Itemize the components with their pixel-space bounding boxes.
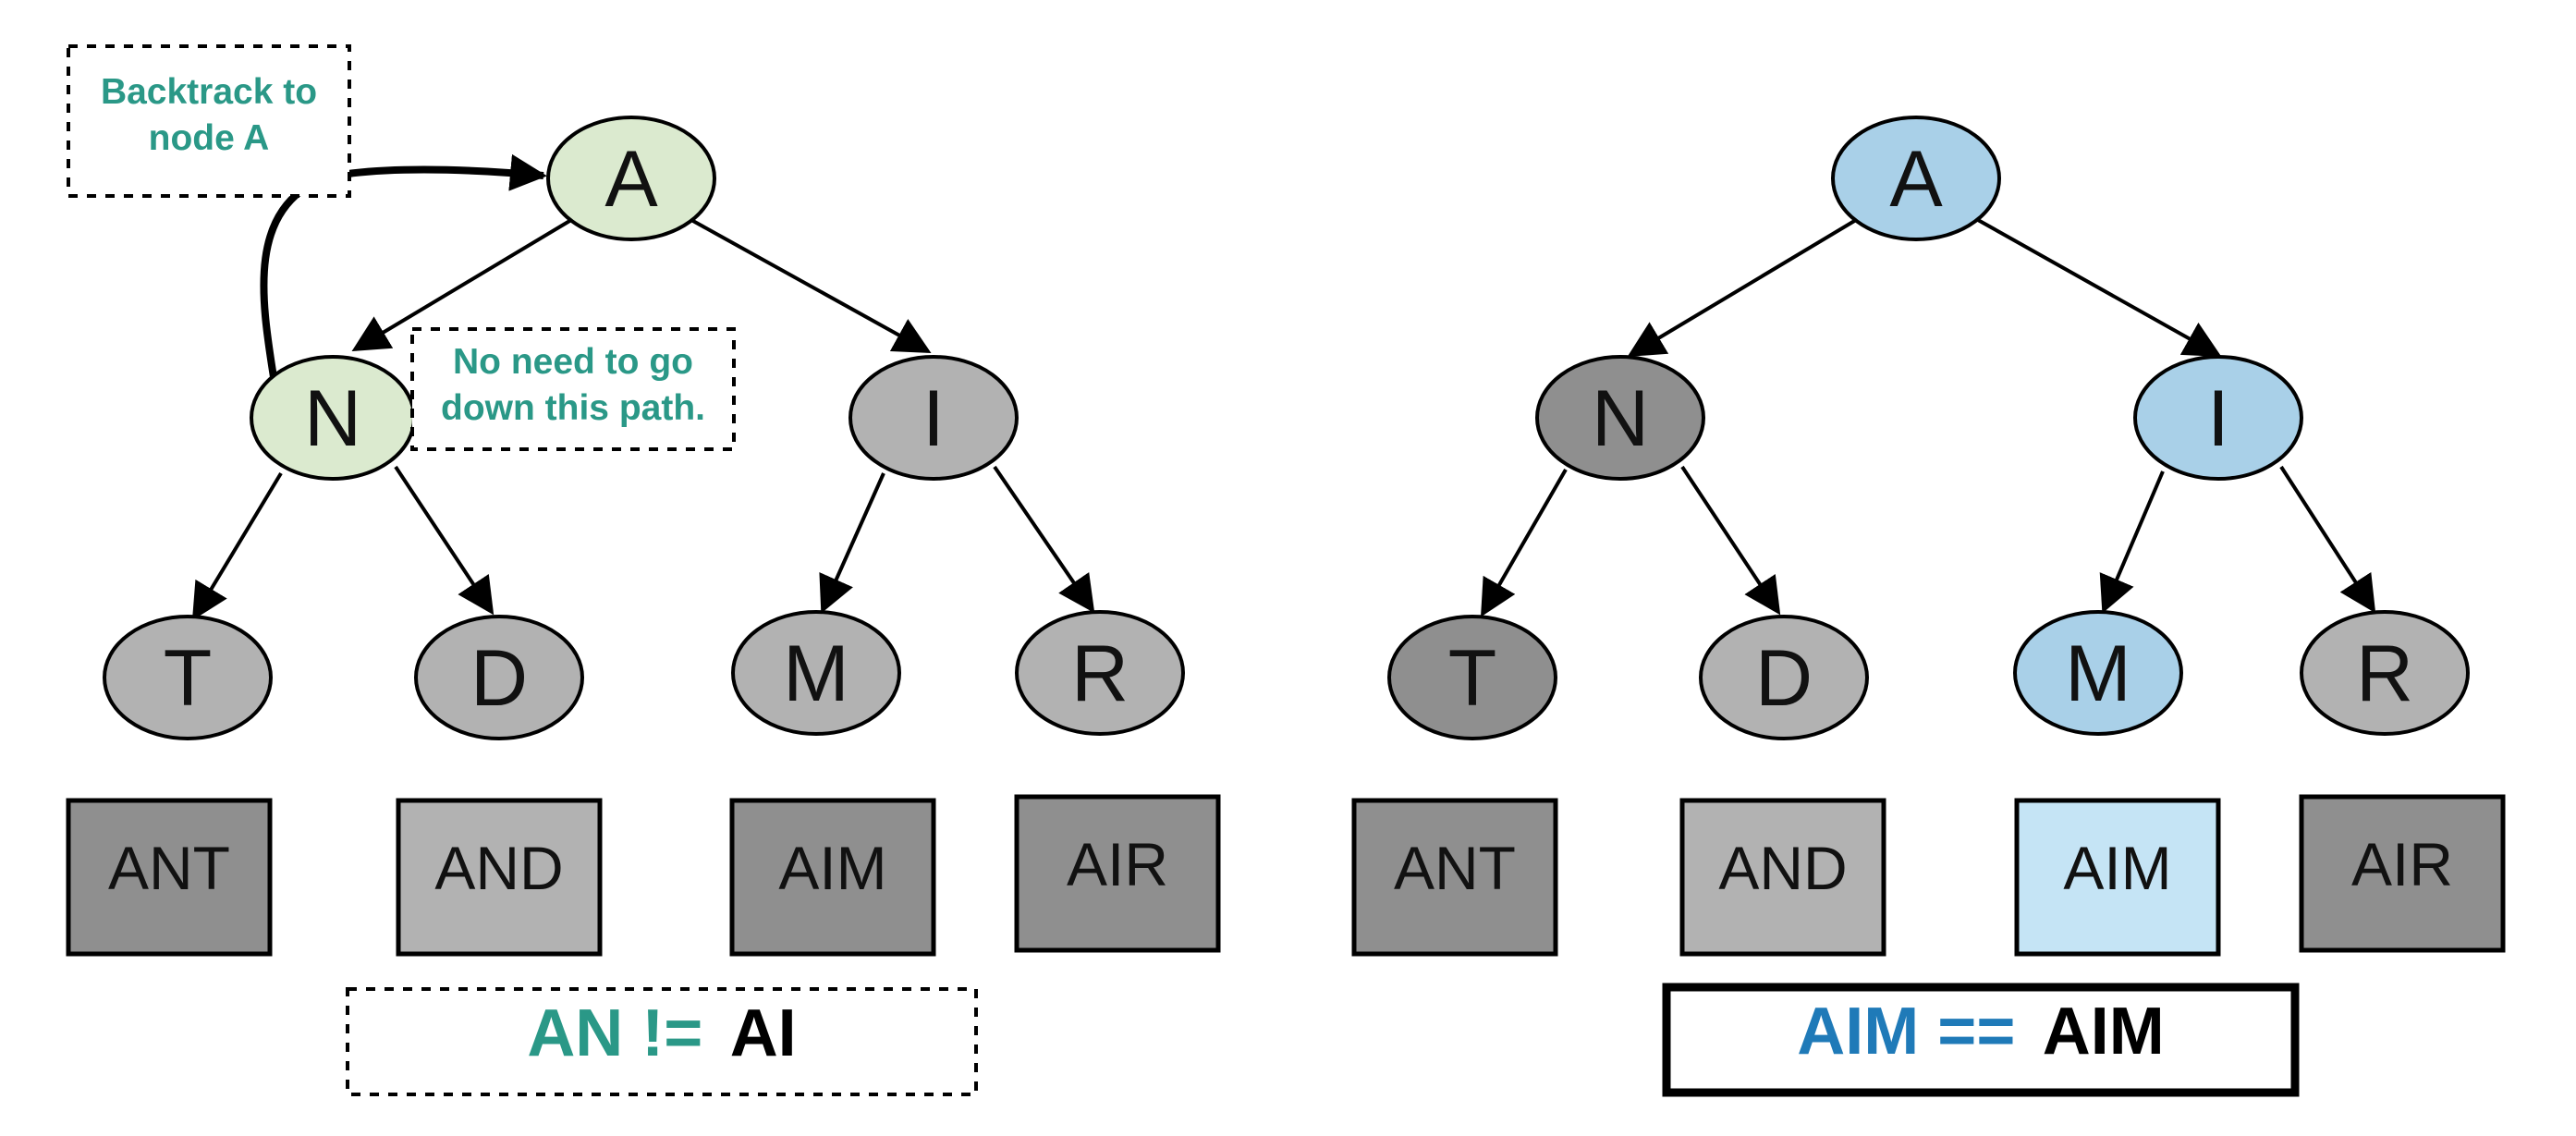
left-leaf-air: AIR	[1014, 794, 1221, 953]
edge-a-i	[690, 218, 932, 353]
svg-text:D: D	[1755, 634, 1813, 723]
comparison-operator: AN !=	[527, 996, 702, 1070]
edge-n-d	[394, 465, 494, 616]
svg-text:N: N	[304, 374, 361, 463]
edge-i-m	[2099, 470, 2165, 614]
left-node-m: M	[731, 610, 901, 736]
edge-n-t	[191, 471, 283, 621]
edge-a-n	[351, 218, 573, 352]
edge-n-d	[1680, 465, 1781, 616]
svg-text:R: R	[1071, 629, 1129, 718]
svg-text:M: M	[783, 629, 849, 718]
left-leaf-ant: ANT	[66, 798, 273, 957]
right-node-n: N	[1535, 355, 1705, 481]
svg-text:D: D	[470, 634, 528, 723]
svg-text:AND: AND	[1718, 834, 1847, 902]
left-node-i: I	[848, 355, 1019, 481]
svg-text:M: M	[2065, 629, 2131, 718]
left-node-a: A	[546, 116, 716, 241]
right-tree-edges	[1481, 218, 2376, 617]
backtrack-note: Backtrack to node A	[67, 44, 351, 198]
right-leaf-and: AND	[1679, 798, 1886, 957]
svg-text:AIM: AIM	[778, 834, 886, 902]
right-node-r: R	[2300, 610, 2470, 736]
svg-text:AND: AND	[434, 834, 563, 902]
edge-a-n	[1627, 218, 1858, 358]
right-leaf-air: AIR	[2299, 794, 2506, 953]
svg-text:T: T	[1448, 634, 1497, 723]
svg-text:Backtrack to: Backtrack to	[101, 72, 317, 112]
right-comparison-box: AIM == AIM	[1662, 983, 2300, 1097]
right-node-m: M	[2013, 610, 2183, 736]
svg-text:down this path.: down this path.	[441, 388, 705, 428]
svg-text:I: I	[2207, 374, 2229, 463]
comparison-operator: AIM ==	[1797, 995, 2015, 1069]
svg-text:AIM == AIM: AIM == AIM	[1797, 995, 2164, 1069]
svg-text:AIR: AIR	[2351, 830, 2453, 898]
svg-text:ANT: ANT	[1394, 834, 1516, 902]
no-need-note: No need to go down this path.	[410, 327, 736, 451]
svg-text:node A: node A	[149, 118, 270, 158]
edge-a-i	[1977, 218, 2222, 357]
svg-text:T: T	[164, 634, 213, 723]
comparison-operand: AI	[730, 996, 797, 1070]
svg-text:No need to go: No need to go	[453, 342, 693, 382]
comparison-operand: AIM	[2043, 995, 2165, 1069]
left-tree-edges	[191, 218, 1095, 621]
left-leaf-and: AND	[396, 798, 603, 957]
right-node-i: I	[2133, 355, 2303, 481]
svg-text:R: R	[2356, 629, 2413, 718]
svg-text:AIR: AIR	[1067, 830, 1168, 898]
right-node-a: A	[1831, 116, 2001, 241]
edge-n-t	[1481, 469, 1568, 617]
left-node-t: T	[103, 615, 273, 740]
svg-text:I: I	[922, 374, 945, 463]
left-node-n: N	[250, 355, 416, 481]
svg-text:ANT: ANT	[108, 834, 230, 902]
right-node-t: T	[1387, 615, 1557, 740]
right-tree: A N I T D M R ANT	[1351, 116, 2506, 1097]
left-comparison-box: AN != AI	[346, 987, 978, 1096]
svg-text:A: A	[604, 135, 658, 224]
right-node-d: D	[1699, 615, 1869, 740]
edge-i-m	[819, 472, 885, 614]
right-leaf-ant: ANT	[1351, 798, 1558, 957]
left-node-d: D	[414, 615, 584, 740]
svg-text:AN != AI: AN != AI	[527, 996, 796, 1070]
svg-text:A: A	[1889, 135, 1943, 224]
edge-i-r	[2279, 465, 2376, 614]
right-leaf-aim: AIM	[2014, 798, 2221, 957]
left-tree: A N I T D M R ANT	[66, 44, 1221, 1096]
left-leaf-aim: AIM	[729, 798, 936, 957]
edge-i-r	[993, 465, 1095, 614]
svg-text:AIM: AIM	[2063, 834, 2171, 902]
svg-text:N: N	[1592, 374, 1649, 463]
left-node-r: R	[1015, 610, 1185, 736]
